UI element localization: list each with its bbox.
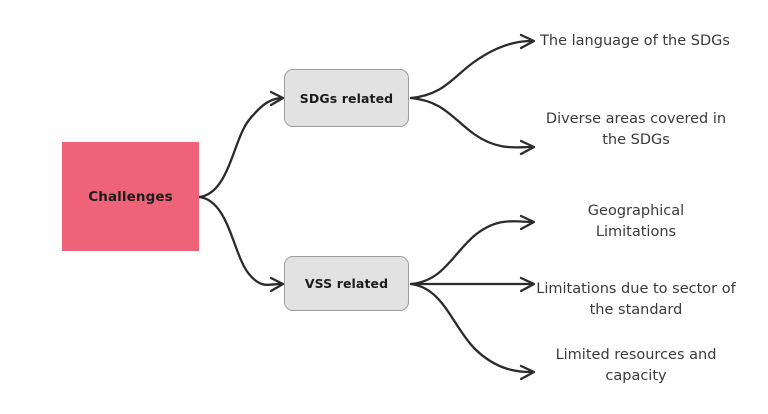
leaf-text: Geographical Limitations: [587, 202, 685, 240]
connector-root-to-vss: [197, 195, 283, 286]
leaf-text: Diverse areas covered in the SDGs: [545, 110, 727, 148]
arrowhead-vss-to-geographical: [519, 214, 536, 231]
connector-sdgs-to-diverse: [409, 96, 533, 149]
arrowhead-root-to-vss: [269, 276, 285, 293]
leaf-label-limited-resources: Limited resources and capacity: [538, 343, 734, 388]
root-node-challenges[interactable]: Challenges: [62, 142, 199, 251]
leaf-label-diverse-areas: Diverse areas covered in the SDGs: [538, 107, 734, 152]
leaf-label-sector-limitations: Limitations due to sector of the standar…: [535, 277, 737, 322]
connector-root-to-sdgs: [197, 96, 283, 199]
connector-sdgs-to-language: [409, 39, 533, 100]
branch-node-sdgs-related[interactable]: SDGs related: [284, 69, 409, 127]
leaf-label-language-of-sdgs: The language of the SDGs: [540, 19, 730, 64]
branch-node-vss-related[interactable]: VSS related: [284, 256, 409, 311]
arrowhead-sdgs-to-diverse: [519, 139, 536, 156]
leaf-text: The language of the SDGs: [540, 33, 730, 49]
arrowhead-vss-to-resources: [519, 364, 536, 381]
branch-node-label: SDGs related: [299, 90, 394, 106]
leaf-text: Limitations due to sector of the standar…: [536, 280, 736, 318]
connector-vss-to-geographical: [409, 220, 533, 286]
connector-vss-to-resources: [409, 282, 533, 374]
arrowhead-vss-to-sector: [519, 276, 536, 293]
leaf-label-geographical-limitations: Geographical Limitations: [546, 199, 726, 244]
arrowhead-root-to-sdgs: [269, 90, 285, 107]
leaf-text: Limited resources and capacity: [555, 346, 717, 384]
arrowhead-sdgs-to-language: [519, 33, 536, 50]
root-node-label: Challenges: [88, 188, 173, 205]
branch-node-label: VSS related: [304, 276, 389, 291]
